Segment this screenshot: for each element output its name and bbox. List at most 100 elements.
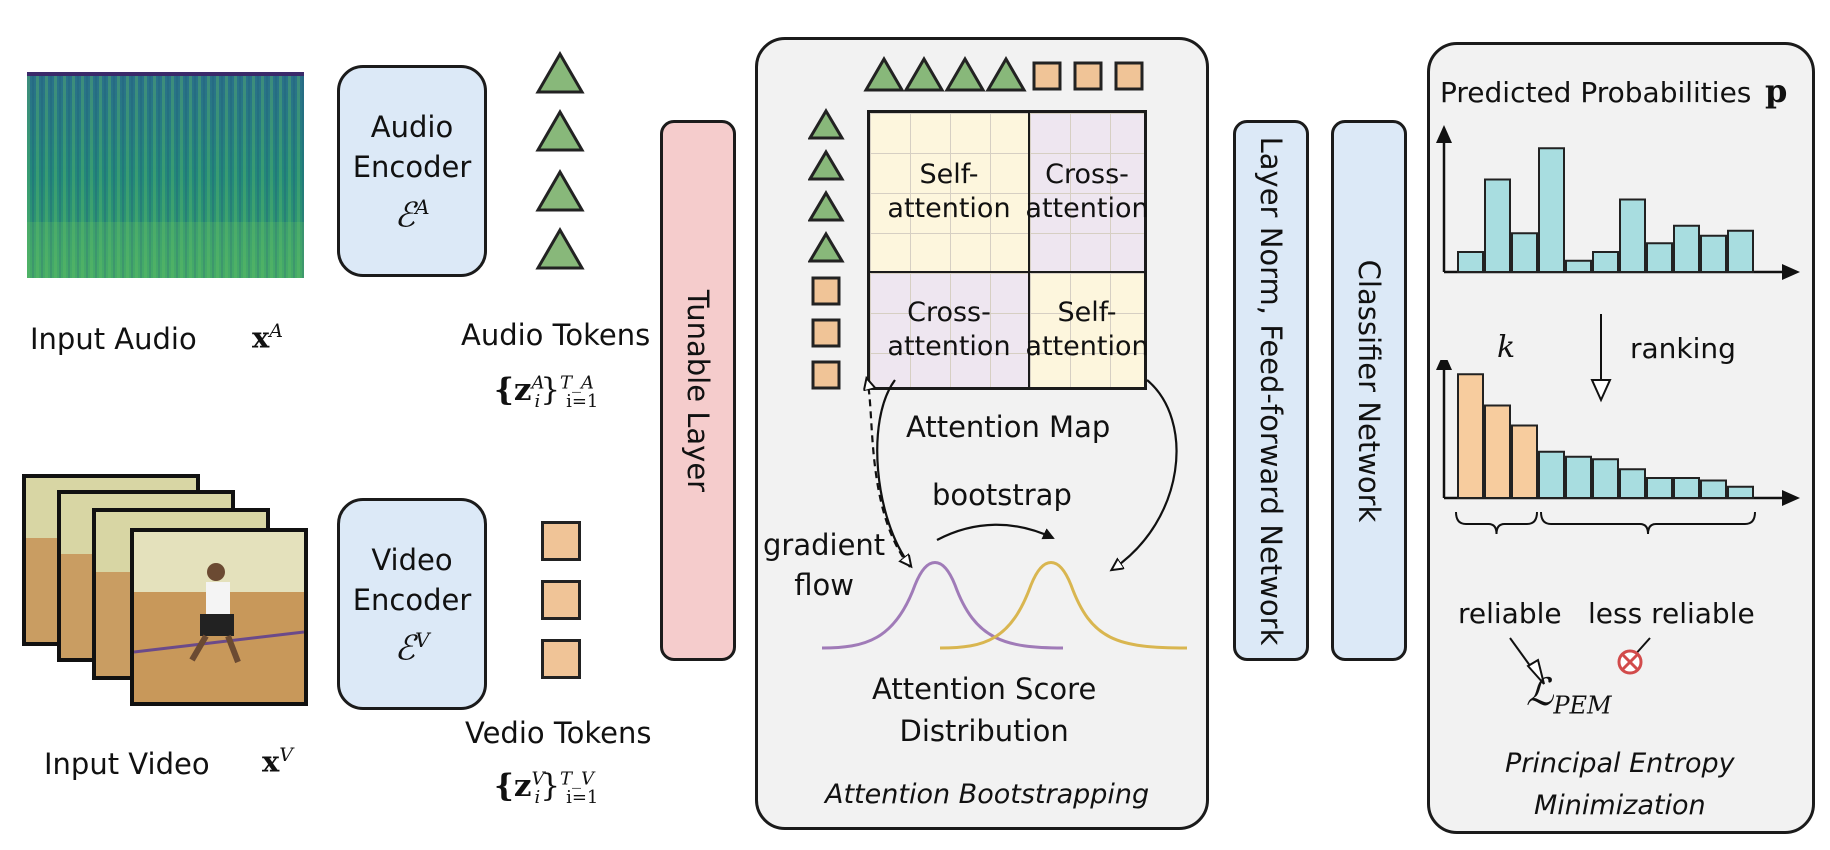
audio-token [535, 169, 585, 212]
video-token [811, 276, 841, 306]
bar [1511, 232, 1538, 273]
audio-encoder-line2: Encoder [352, 149, 472, 184]
spectrogram-image [27, 72, 304, 278]
pem-loss: ℒPEM [1526, 670, 1612, 720]
audio-token-column [535, 51, 585, 270]
audio-token [808, 108, 845, 140]
cross-attention-top-right: Cross-attention [1025, 113, 1149, 273]
attention-bootstrapping-title: Attention Bootstrapping [825, 779, 1150, 810]
bar [1673, 224, 1700, 273]
self-attention-top-left: Self-attention [870, 113, 1030, 273]
x-axis-arrowhead [1782, 264, 1800, 280]
bootstrap-label: bootstrap [932, 478, 1072, 512]
gradient-flow-arrow [867, 380, 911, 568]
reliable-label: reliable [1458, 597, 1562, 630]
video-frame-4 [130, 528, 308, 706]
bar [1538, 450, 1565, 499]
audio-token [535, 227, 585, 270]
bar [1484, 404, 1511, 499]
video-token [1073, 61, 1103, 91]
video-encoder-symbol: ℰV [394, 627, 430, 669]
bar [1646, 477, 1673, 499]
audio-token [903, 56, 945, 92]
audio-encoder-box: Audio Encoder ℰA [337, 65, 487, 277]
audio-token [808, 190, 845, 222]
audio-token [944, 56, 986, 92]
bar [1457, 373, 1484, 499]
bar [1727, 485, 1754, 499]
probability-chart [1436, 125, 1800, 280]
bar [1592, 251, 1619, 273]
video-token [811, 318, 841, 348]
y-axis-arrowhead [1436, 125, 1452, 143]
bar [1565, 455, 1592, 499]
self-attention-bottom-right: Self-attention [1025, 273, 1149, 387]
bar [1457, 251, 1484, 273]
attention-map-label: Attention Map [906, 410, 1111, 444]
x-axis-arrowhead [1782, 490, 1800, 506]
video-tokens-label: Vedio Tokens [465, 716, 652, 750]
predicted-probabilities-label: Predicted Probabilities [1440, 76, 1752, 109]
reliable-brace [1455, 511, 1538, 535]
audio-tokens-label: Audio Tokens [461, 318, 651, 352]
video-token [541, 580, 581, 620]
video-tokens-set: {zVi}T_Vi=1 [494, 768, 599, 809]
audio-tokens-set: {zAi}T_Ai=1 [494, 372, 599, 413]
bar [1619, 468, 1646, 499]
input-audio-symbol: xA [252, 320, 284, 355]
input-audio-label: Input Audio [30, 322, 197, 356]
bar [1538, 147, 1565, 273]
bar [1484, 178, 1511, 273]
cross-attention-bottom-left: Cross-attention [870, 273, 1030, 387]
video-token [811, 360, 841, 390]
bar [1700, 479, 1727, 499]
audio-encoder-symbol: ℰA [394, 194, 430, 236]
tunable-layer: Tunable Layer [660, 120, 736, 661]
less-reliable-label: less reliable [1588, 597, 1755, 630]
p-symbol: p [1765, 72, 1788, 110]
bar [1565, 259, 1592, 273]
video-token [541, 639, 581, 679]
video-token [1032, 61, 1062, 91]
attention-map: Self-attention Cross-attention Cross-att… [867, 110, 1149, 390]
input-video-symbol: xV [262, 744, 294, 779]
bar [1727, 229, 1754, 273]
ranking-label: ranking [1630, 332, 1736, 365]
reliable-arrows [1509, 637, 1651, 685]
layer-norm-ffn: Layer Norm, Feed-forward Network [1233, 120, 1309, 661]
gold-distribution-curve [939, 561, 1188, 650]
map-to-gold-arrow [1113, 379, 1178, 569]
audio-token [863, 56, 905, 92]
attention-top-tokens [863, 56, 1144, 92]
bar [1592, 458, 1619, 499]
bar [1619, 198, 1646, 273]
purple-distribution-curve [821, 561, 1064, 650]
bootstrap-arrow [936, 523, 1055, 541]
bar [1700, 234, 1727, 273]
video-token [1114, 61, 1144, 91]
bootstrap-diagram [821, 370, 1188, 650]
map-to-distribution-arrow [876, 379, 910, 565]
audio-token [808, 231, 845, 263]
input-video-label: Input Video [44, 747, 210, 781]
attention-left-tokens [808, 108, 845, 390]
less-reliable-brace [1540, 511, 1756, 535]
video-encoder-box: Video Encoder ℰV [337, 498, 487, 710]
audio-token [535, 109, 585, 152]
video-encoder-line1: Video [371, 542, 453, 577]
audio-token [535, 51, 585, 94]
video-token [541, 521, 581, 561]
y-axis-arrowhead [1436, 360, 1452, 370]
bar [1673, 477, 1700, 499]
bar [1511, 424, 1538, 499]
audio-token [985, 56, 1027, 92]
audio-token [808, 149, 845, 181]
ranked-probability-chart [1436, 360, 1800, 535]
audio-encoder-line1: Audio [370, 109, 454, 144]
bar [1646, 242, 1673, 273]
ranking-arrow [1590, 314, 1612, 403]
classifier-network: Classifier Network [1331, 120, 1407, 661]
